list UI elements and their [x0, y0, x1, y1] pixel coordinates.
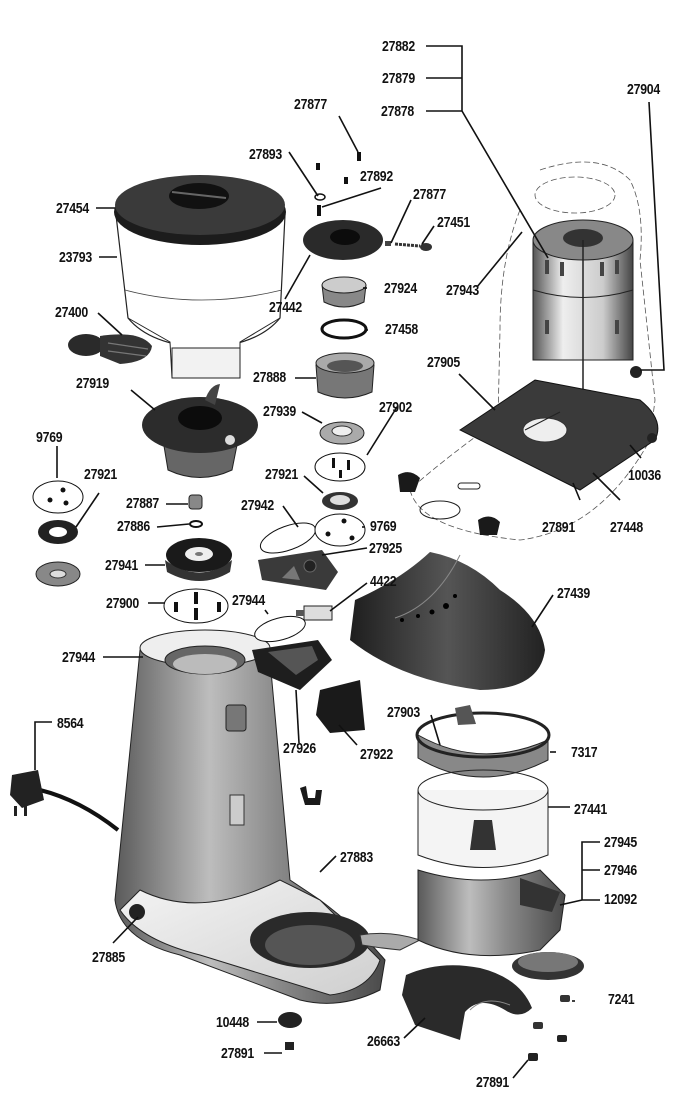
part-label-23793: 23793: [59, 249, 92, 266]
doser-ring-7317: [415, 705, 551, 778]
screw-group-9769-right: [314, 513, 366, 547]
part-label-27905: 27905: [427, 354, 460, 371]
part-label-27883: 27883: [340, 849, 373, 866]
part-label-7241: 7241: [608, 991, 635, 1008]
part-label-8564: 8564: [57, 715, 84, 732]
part-label-27893: 27893: [249, 146, 282, 163]
part-label-27925: 27925: [369, 540, 402, 557]
part-label-27877-top: 27877: [294, 96, 327, 113]
power-cord: [10, 770, 120, 832]
doser-container-27441: [417, 769, 549, 868]
part-label-27442: 27442: [269, 299, 302, 316]
doser-base: [417, 869, 584, 980]
part-label-27924: 27924: [384, 280, 417, 297]
part-label-27902: 27902: [379, 399, 412, 416]
leader-lines: [34, 45, 665, 1079]
part-label-27886: 27886: [117, 518, 150, 535]
part-label-27882: 27882: [382, 38, 415, 55]
bracket-27922: [316, 680, 365, 733]
upper-burr-carrier: [142, 384, 258, 478]
part-label-27888: 27888: [253, 369, 286, 386]
lower-burr-disc: [165, 538, 232, 581]
part-label-27921-left: 27921: [84, 466, 117, 483]
part-label-27939: 27939: [263, 403, 296, 420]
part-label-27877-side: 27877: [413, 186, 446, 203]
part-label-27941: 27941: [105, 557, 138, 574]
part-label-27946: 27946: [604, 862, 637, 879]
part-label-27944-body: 27944: [62, 649, 95, 666]
foot-right: [478, 516, 500, 535]
part-label-10448: 10448: [216, 1014, 249, 1031]
screw-group-27944: [254, 615, 306, 643]
foot-10448: [278, 1012, 302, 1028]
part-label-27900: 27900: [106, 595, 139, 612]
part-label-27945: 27945: [604, 834, 637, 851]
part-label-27458: 27458: [385, 321, 418, 338]
part-label-27904: 27904: [627, 81, 660, 98]
part-label-12092: 12092: [604, 891, 637, 908]
part-label-27921-right: 27921: [265, 466, 298, 483]
part-label-9769-left: 9769: [36, 429, 63, 446]
part-label-9769-right: 9769: [370, 518, 397, 535]
screws-bottom: [278, 995, 570, 1061]
part-label-27400: 27400: [55, 304, 88, 321]
part-label-27922: 27922: [360, 746, 393, 763]
part-label-27439: 27439: [557, 585, 590, 602]
doser-tray-26663: [402, 965, 532, 1040]
part-label-27885: 27885: [92, 949, 125, 966]
part-label-27454: 27454: [56, 200, 89, 217]
burr-adjuster-27888: [315, 352, 375, 399]
part-label-4422: 4422: [370, 573, 397, 590]
ring-27924: [321, 276, 367, 308]
part-label-7317: 7317: [571, 744, 598, 761]
hopper-lid: [114, 175, 286, 245]
grinder-body: [114, 629, 422, 1004]
foot-left: [398, 472, 420, 492]
doser-cover-27439: [350, 552, 545, 690]
screw-group-27902: [314, 452, 366, 482]
motor-base-plate-27448: [459, 366, 659, 491]
switch-cover-27925: [258, 550, 338, 590]
part-label-27919: 27919: [76, 375, 109, 392]
part-label-27891-foot: 27891: [221, 1045, 254, 1062]
part-label-27879: 27879: [382, 70, 415, 87]
shutter-slide: [68, 334, 152, 364]
screw-group-9769-left: [32, 480, 84, 514]
part-label-27903: 27903: [387, 704, 420, 721]
part-label-27892: 27892: [360, 168, 393, 185]
nut-27887: [188, 494, 203, 510]
part-label-27926: 27926: [283, 740, 316, 757]
part-label-27451: 27451: [437, 214, 470, 231]
part-label-27891-motor: 27891: [542, 519, 575, 536]
oring-27458: [320, 318, 368, 340]
part-label-27891-doser: 27891: [476, 1074, 509, 1091]
part-label-27942: 27942: [241, 497, 274, 514]
part-label-10036: 10036: [628, 467, 661, 484]
motor-stator-27878: [532, 219, 634, 430]
part-label-26663: 26663: [367, 1033, 400, 1050]
part-label-27441: 27441: [574, 801, 607, 818]
part-label-27943: 27943: [446, 282, 479, 299]
u-clip: [300, 786, 322, 805]
part-label-27887: 27887: [126, 495, 159, 512]
hopper: [115, 214, 286, 379]
gasket: [419, 500, 461, 520]
part-label-27448: 27448: [610, 519, 643, 536]
part-label-27878: 27878: [381, 103, 414, 120]
microswitch-4422: [296, 605, 333, 621]
motor-flange-27442: [303, 220, 432, 260]
motor-housing-ghost: [409, 161, 656, 541]
switch-housing-27926: [252, 640, 332, 690]
part-label-27944-switch: 27944: [232, 592, 265, 609]
screw-group-27900: [163, 588, 229, 624]
washer-27886: [189, 520, 203, 528]
ring-27939: [319, 421, 365, 445]
